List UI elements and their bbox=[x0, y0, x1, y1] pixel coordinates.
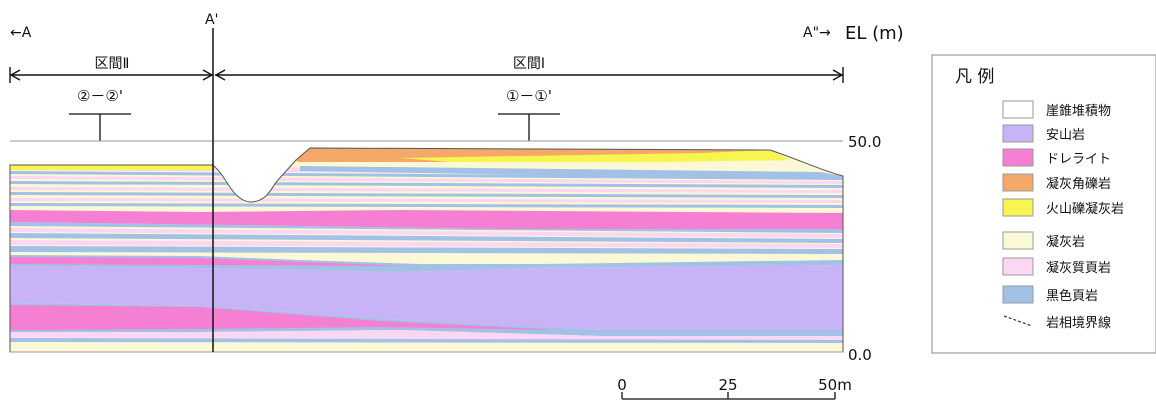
legend-swatch-black-shale bbox=[1002, 285, 1034, 304]
interval-right-label: 区間Ⅰ bbox=[513, 56, 545, 72]
scale-tick-50m: 50m bbox=[818, 376, 852, 394]
marker-right-label: ①－①' bbox=[506, 87, 552, 105]
scale-tick-25: 25 bbox=[718, 376, 737, 394]
legend-swatch-tuff bbox=[1002, 231, 1034, 250]
geologic-strata bbox=[10, 148, 843, 352]
legend-label-tuffaceous-shale: 凝灰質頁岩 bbox=[1046, 260, 1111, 276]
legend-swatch-lapilli-tuff bbox=[1002, 198, 1034, 217]
legend-label-tuff-breccia: 凝灰角礫岩 bbox=[1046, 176, 1111, 192]
legend-swatch-tuffaceous-shale bbox=[1002, 257, 1034, 276]
legend-swatch-talus bbox=[1002, 100, 1034, 119]
right-end-label: A"→ bbox=[803, 25, 831, 41]
legend-swatch-tuff-breccia bbox=[1002, 173, 1034, 192]
scale-bar bbox=[621, 392, 836, 400]
legend-title: 凡 例 bbox=[955, 67, 994, 87]
legend-label-talus: 崖錐堆積物 bbox=[1046, 104, 1111, 119]
legend-label-facies-boundary: 岩相境界線 bbox=[1046, 315, 1111, 331]
legend-label-andesite: 安山岩 bbox=[1046, 128, 1085, 143]
elevation-axis-label: EL (m) bbox=[845, 23, 904, 44]
elevation-tick-50: 50.0 bbox=[848, 133, 881, 151]
interval-left-label: 区間Ⅱ bbox=[95, 56, 130, 72]
legend-box bbox=[931, 54, 1156, 354]
elevation-tick-0: 0.0 bbox=[848, 346, 872, 364]
left-end-label: ←A bbox=[10, 25, 32, 41]
interval-arrows bbox=[9, 67, 844, 83]
legend-label-tuff: 凝灰岩 bbox=[1046, 234, 1085, 250]
section-outline bbox=[9, 147, 844, 353]
scale-tick-0: 0 bbox=[617, 376, 627, 394]
marker-right-symbol bbox=[498, 113, 560, 141]
marker-left-symbol bbox=[69, 113, 131, 141]
legend-items: 崖錐堆積物 安山岩 ドレライト 凝灰角礫岩 火山礫凝灰岩 凝灰岩 凝灰質頁岩 黒… bbox=[1002, 100, 1124, 331]
legend-swatch-andesite bbox=[1002, 124, 1034, 143]
legend-swatch-dolerite bbox=[1002, 148, 1034, 167]
legend-label-dolerite: ドレライト bbox=[1046, 152, 1111, 167]
legend-label-black-shale: 黒色頁岩 bbox=[1046, 288, 1098, 304]
legend-label-lapilli-tuff: 火山礫凝灰岩 bbox=[1046, 201, 1124, 217]
mid-point-label: A' bbox=[205, 12, 218, 28]
marker-left-label: ②－②' bbox=[77, 87, 123, 105]
